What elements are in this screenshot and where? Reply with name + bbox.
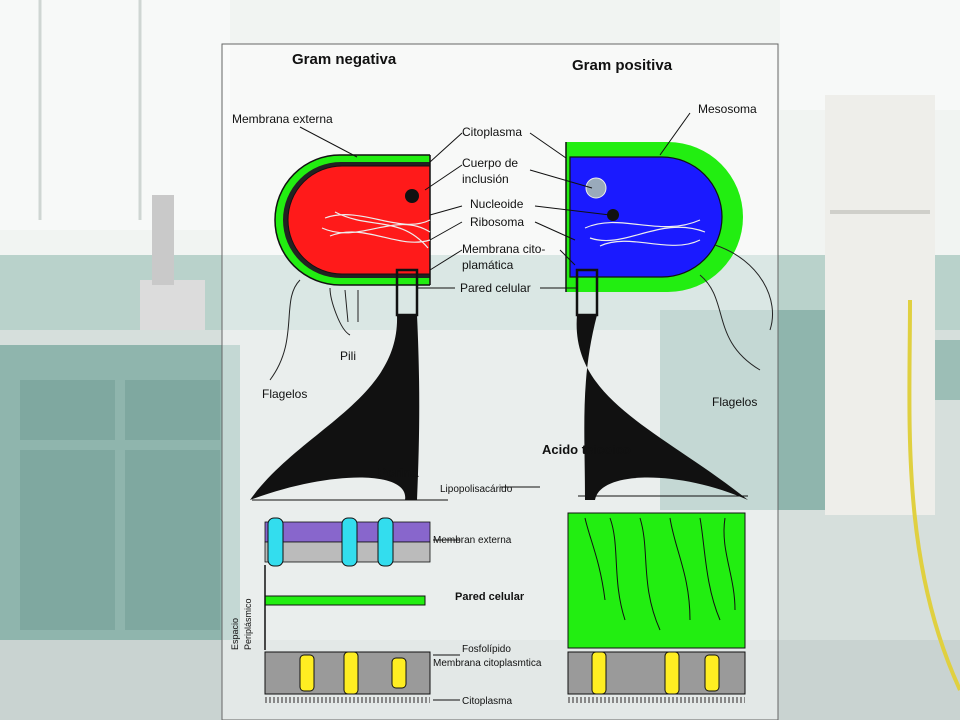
label-flagelos-right: Flagelos bbox=[712, 395, 757, 409]
label-ribosoma: Ribosoma bbox=[470, 215, 524, 229]
label-cuerpo-de: Cuerpo de bbox=[462, 156, 518, 170]
label-espacio: Espacio bbox=[230, 618, 240, 650]
title-gram-positive: Gram positiva bbox=[572, 57, 673, 74]
porin bbox=[267, 517, 284, 567]
label-pili: Pili bbox=[340, 349, 356, 363]
label-membrana-cito: Membrana cito- bbox=[462, 242, 545, 256]
label-acido-teicoico: Acido teicoico bbox=[542, 442, 631, 457]
label-pared-celular-bottom: Pared celular bbox=[455, 591, 525, 603]
label-membrana-externa: Membrana externa bbox=[232, 112, 333, 126]
label-inclusion: inclusión bbox=[462, 172, 509, 186]
label-membrana-citoplasmtica: Membrana citoplasmtica bbox=[433, 658, 542, 669]
label-mesosoma: Mesosoma bbox=[698, 102, 757, 116]
zoom-funnels bbox=[250, 315, 748, 500]
label-membran-externa: Membran externa bbox=[433, 535, 512, 546]
label-porina: Porina bbox=[378, 465, 419, 480]
label-fosfolipido: Fosfolípido bbox=[462, 644, 511, 655]
label-citoplasma: Citoplasma bbox=[462, 125, 522, 139]
porin bbox=[377, 517, 394, 567]
label-lipopolisacarido: Lipopolisacárido bbox=[440, 484, 513, 495]
label-flagelos-left: Flagelos bbox=[262, 387, 307, 401]
title-gram-negative: Gram negativa bbox=[292, 51, 397, 68]
positive-envelope bbox=[567, 495, 748, 703]
gram-positive-cell bbox=[565, 142, 774, 371]
gram-negative-cell bbox=[269, 154, 431, 381]
label-periplasmico: Periplásmico bbox=[243, 598, 253, 650]
labels: Gram negativa Gram positiva Membrana ext… bbox=[230, 51, 757, 707]
porin bbox=[341, 517, 358, 567]
label-citoplasma-bottom: Citoplasma bbox=[462, 696, 512, 707]
label-plamatica: plamática bbox=[462, 258, 514, 272]
negative-envelope bbox=[252, 499, 448, 703]
leader-lines bbox=[299, 112, 691, 701]
label-nucleoide: Nucleoide bbox=[470, 197, 524, 211]
label-pared-celular: Pared celular bbox=[460, 281, 531, 295]
